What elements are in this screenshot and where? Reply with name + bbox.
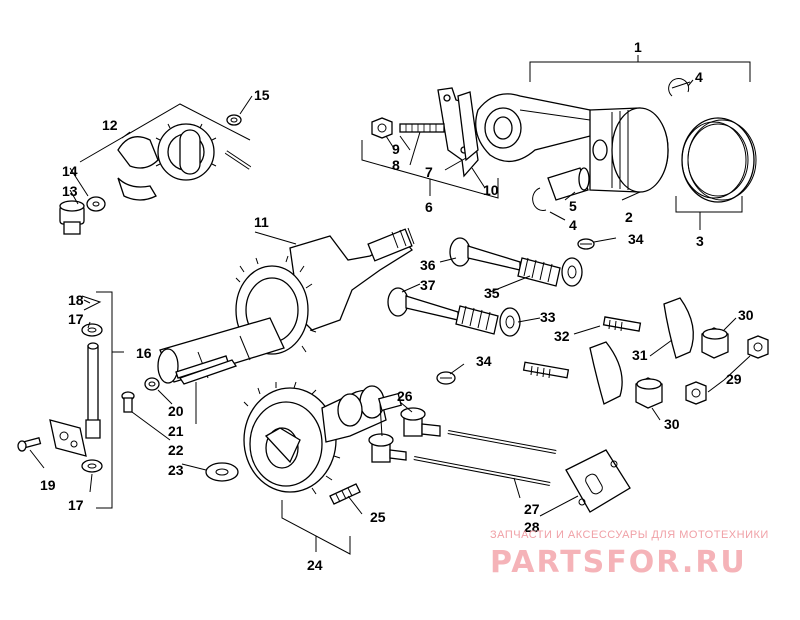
label-30: 30 (738, 307, 754, 323)
label-3: 3 (696, 233, 704, 249)
label-34: 34 (476, 353, 492, 369)
watermark: ЗАПЧАСТИ И АКСЕССУАРЫ ДЛЯ МОТОТЕХНИКИ PA… (490, 529, 769, 580)
camshaft-group (243, 381, 403, 555)
governor-assembly (59, 95, 253, 235)
governor-shaft-group (17, 291, 239, 509)
label-15: 15 (254, 87, 270, 103)
label-37: 37 (420, 277, 436, 293)
label-28: 28 (524, 519, 540, 535)
label-22: 22 (168, 442, 184, 458)
label-35: 35 (484, 285, 500, 301)
label-16: 16 (136, 345, 152, 361)
watermark-tagline: ЗАПЧАСТИ И АКСЕССУАРЫ ДЛЯ МОТОТЕХНИКИ (490, 529, 769, 541)
label-2: 2 (625, 209, 633, 225)
label-13: 13 (62, 183, 78, 199)
label-19: 19 (40, 477, 56, 493)
label-10: 10 (483, 182, 499, 198)
label-29: 29 (726, 371, 742, 387)
label-14: 14 (62, 163, 78, 179)
label-20: 20 (168, 403, 184, 419)
label-17: 17 (68, 497, 84, 513)
label-1: 1 (634, 39, 642, 55)
label-21: 21 (168, 423, 184, 439)
label-23: 23 (168, 462, 184, 478)
label-34: 34 (628, 231, 644, 247)
crankshaft (157, 227, 415, 384)
label-4: 4 (569, 217, 577, 233)
part-number-labels: 1 2 3 4 4 5 6 7 8 9 10 11 12 13 14 15 16… (40, 39, 754, 573)
label-12: 12 (102, 117, 118, 133)
piston-rod-assembly (361, 55, 757, 230)
label-30: 30 (664, 416, 680, 432)
label-6: 6 (425, 199, 433, 215)
tappet-pushrod-group (368, 401, 631, 517)
watermark-brand: PARTSFOR.RU (490, 545, 747, 580)
label-26: 26 (397, 388, 413, 404)
label-25: 25 (370, 509, 386, 525)
label-24: 24 (307, 557, 323, 573)
label-9: 9 (392, 141, 400, 157)
label-11: 11 (254, 214, 269, 230)
label-17: 17 (68, 311, 84, 327)
label-33: 33 (540, 309, 556, 325)
label-18: 18 (68, 292, 84, 308)
label-36: 36 (420, 257, 436, 273)
label-31: 31 (632, 347, 648, 363)
label-7: 7 (425, 164, 433, 180)
rocker-group (522, 297, 769, 421)
label-32: 32 (554, 328, 570, 344)
label-4: 4 (695, 69, 703, 85)
label-27: 27 (524, 501, 540, 517)
label-8: 8 (392, 157, 400, 173)
label-5: 5 (569, 198, 577, 214)
valve-group (387, 237, 617, 385)
